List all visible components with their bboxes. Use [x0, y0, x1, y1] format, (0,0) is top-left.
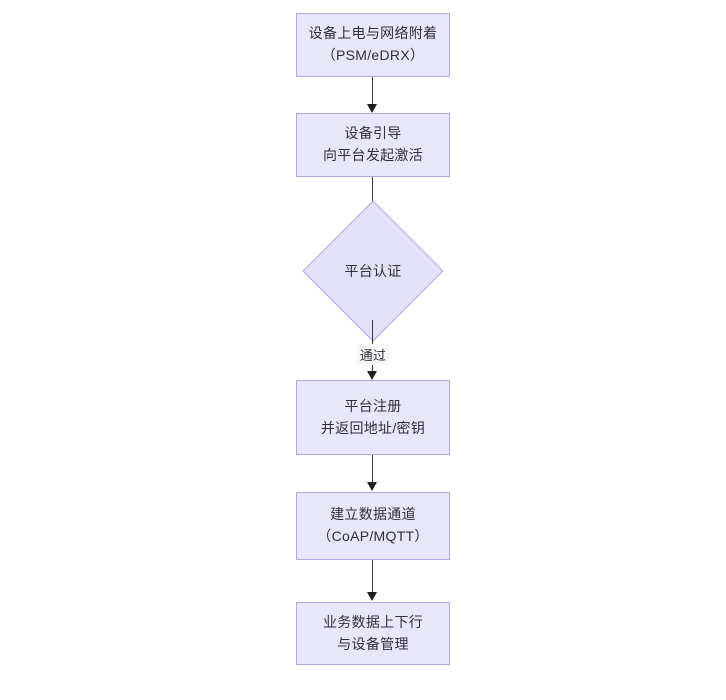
- node-service-data-line2: 与设备管理: [337, 635, 409, 652]
- edge-register-to-data-channel: [372, 455, 374, 483]
- node-bootstrap-line1: 设备引导: [344, 125, 402, 142]
- edge-label-pass: 通过: [356, 344, 390, 365]
- node-platform-auth[interactable]: 平台认证: [302, 200, 444, 342]
- node-data-channel[interactable]: 建立数据通道 （CoAP/MQTT）: [296, 492, 450, 560]
- edge-data-channel-to-service-data: [372, 560, 374, 593]
- arrowhead-platform-auth-to-register: [367, 371, 377, 380]
- node-bootstrap-line2: 向平台发起激活: [322, 147, 424, 163]
- node-platform-auth-label: 平台认证: [344, 263, 402, 279]
- node-power-on-line2: （PSM/eDRX）: [321, 47, 425, 63]
- arrowhead-power-on-to-bootstrap: [367, 104, 377, 113]
- arrowhead-register-to-data-channel: [367, 482, 377, 491]
- node-power-on[interactable]: 设备上电与网络附着 （PSM/eDRX）: [296, 13, 450, 77]
- edge-bootstrap-to-platform-auth: [372, 177, 374, 214]
- node-platform-register-line2: 并返回地址/密钥: [320, 419, 426, 436]
- node-data-channel-line1: 建立数据通道: [330, 506, 416, 523]
- node-platform-register-line1: 平台注册: [344, 397, 402, 414]
- node-power-on-line1: 设备上电与网络附着: [308, 25, 438, 42]
- node-data-channel-line2: （CoAP/MQTT）: [317, 528, 429, 544]
- node-service-data[interactable]: 业务数据上下行 与设备管理: [296, 602, 450, 665]
- node-service-data-line1: 业务数据上下行: [322, 613, 424, 630]
- node-bootstrap[interactable]: 设备引导 向平台发起激活: [296, 113, 450, 177]
- edge-power-on-to-bootstrap: [372, 77, 374, 105]
- arrowhead-data-channel-to-service-data: [367, 592, 377, 601]
- node-platform-register[interactable]: 平台注册 并返回地址/密钥: [296, 380, 450, 455]
